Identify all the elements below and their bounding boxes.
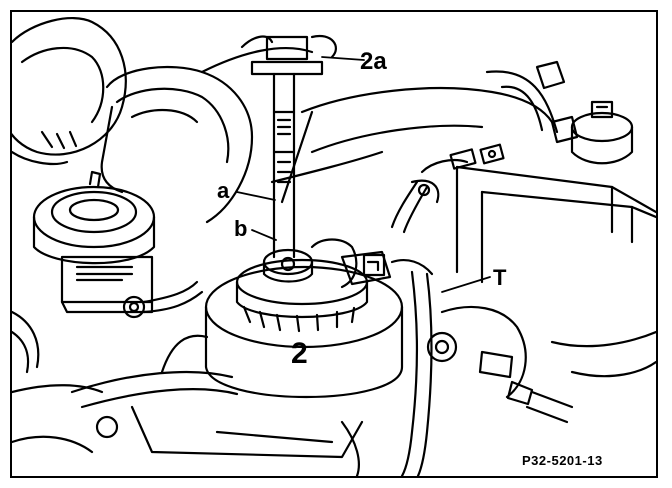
filter-reservoir [204,238,404,398]
label-2: 2 [291,337,308,370]
return-hose [390,258,434,476]
tester-tool [240,34,337,259]
intake-housing [100,46,314,224]
lower-bracket [12,334,364,476]
vacuum-line-fittings [390,143,505,234]
label-2a: 2a [360,48,387,75]
right-bent-hose [485,60,579,144]
illustration-frame: 2a a b T 2 P32-5201-13 [10,10,658,478]
engine-bay-line-art [12,17,656,476]
left-lower-pipes [12,310,104,394]
label-b: b [234,216,248,241]
right-reservoir-cap [570,100,634,165]
vacuum-diaphragm [32,170,156,314]
right-engine-mount [426,305,656,424]
label-t: T [493,265,507,290]
lower-left-fitting [122,280,204,319]
label-a: a [217,178,230,203]
callout-leaders [236,56,491,293]
upper-coolant-hose [270,86,554,204]
left-air-canister [12,17,127,166]
right-housing-box [455,165,656,284]
figure-id: P32-5201-13 [522,453,603,468]
